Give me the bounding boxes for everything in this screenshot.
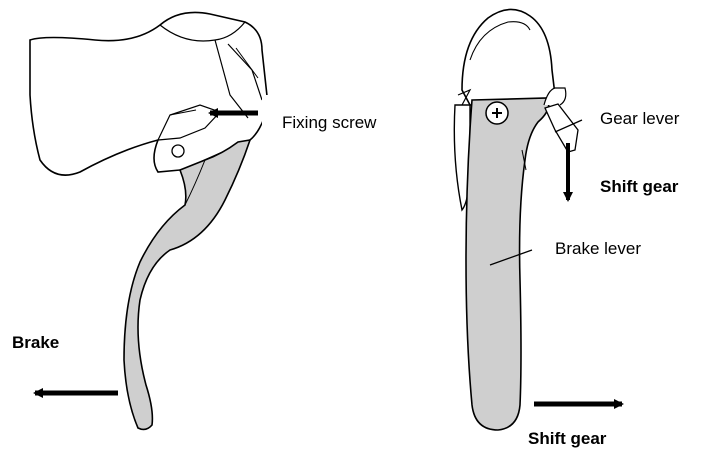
gear-lever [545,104,578,152]
left-lever-assembly [30,12,272,429]
brake-lever-label: Brake lever [555,240,641,257]
left-pivot-bolt [172,145,184,157]
shift-gear-bottom-label: Shift gear [528,430,606,447]
gear-lever-label: Gear lever [600,110,679,127]
brake-label: Brake [12,334,59,351]
right-hood-body [462,9,555,105]
shift-gear-side-label: Shift gear [600,178,678,195]
left-brake-lever [124,140,250,429]
right-lever-assembly [454,9,622,430]
fixing-screw-label: Fixing screw [282,114,376,131]
right-brake-lever [466,98,549,430]
